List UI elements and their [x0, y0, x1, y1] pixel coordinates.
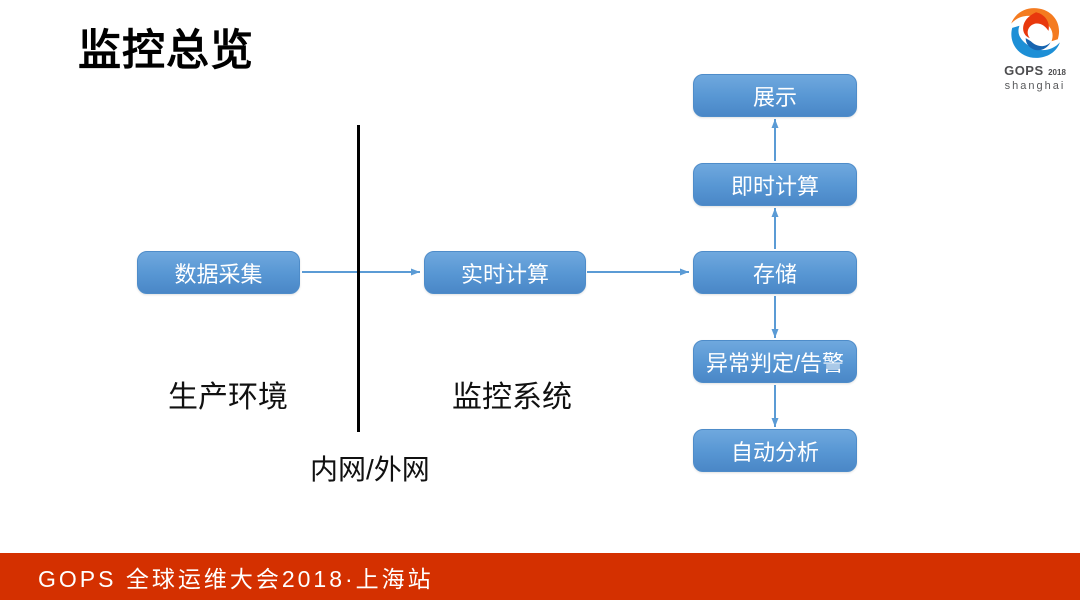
- flow-box-auto-analysis: 自动分析: [693, 429, 857, 472]
- flow-box-instant-computing: 即时计算: [693, 163, 857, 206]
- footer-bar: GOPS 全球运维大会2018·上海站: [0, 553, 1080, 600]
- network-divider-line: [357, 125, 360, 432]
- gops-logo-city: shanghai: [1004, 80, 1066, 92]
- flow-box-realtime-computing: 实时计算: [424, 251, 586, 294]
- gops-logo-year: 2018: [1048, 68, 1066, 77]
- gops-logo-name: GOPS: [1004, 63, 1044, 78]
- zone-label-monitoring: 监控系统: [452, 381, 572, 414]
- flow-box-anomaly-alert: 异常判定/告警: [693, 340, 857, 383]
- gops-logo-wordmark: GOPS 2018: [1000, 62, 1070, 80]
- zone-label-production: 生产环境: [168, 381, 288, 414]
- gops-swirl-icon: [1011, 8, 1060, 58]
- flow-box-storage: 存储: [693, 251, 857, 294]
- divider-label-intranet-extranet: 内网/外网: [310, 454, 430, 485]
- gops-logo: GOPS 2018 shanghai: [1000, 4, 1070, 92]
- slide-title: 监控总览: [78, 27, 254, 75]
- flow-box-display: 展示: [693, 74, 857, 117]
- footer-text: GOPS 全球运维大会2018·上海站: [38, 565, 434, 592]
- flow-box-data-collection: 数据采集: [137, 251, 300, 294]
